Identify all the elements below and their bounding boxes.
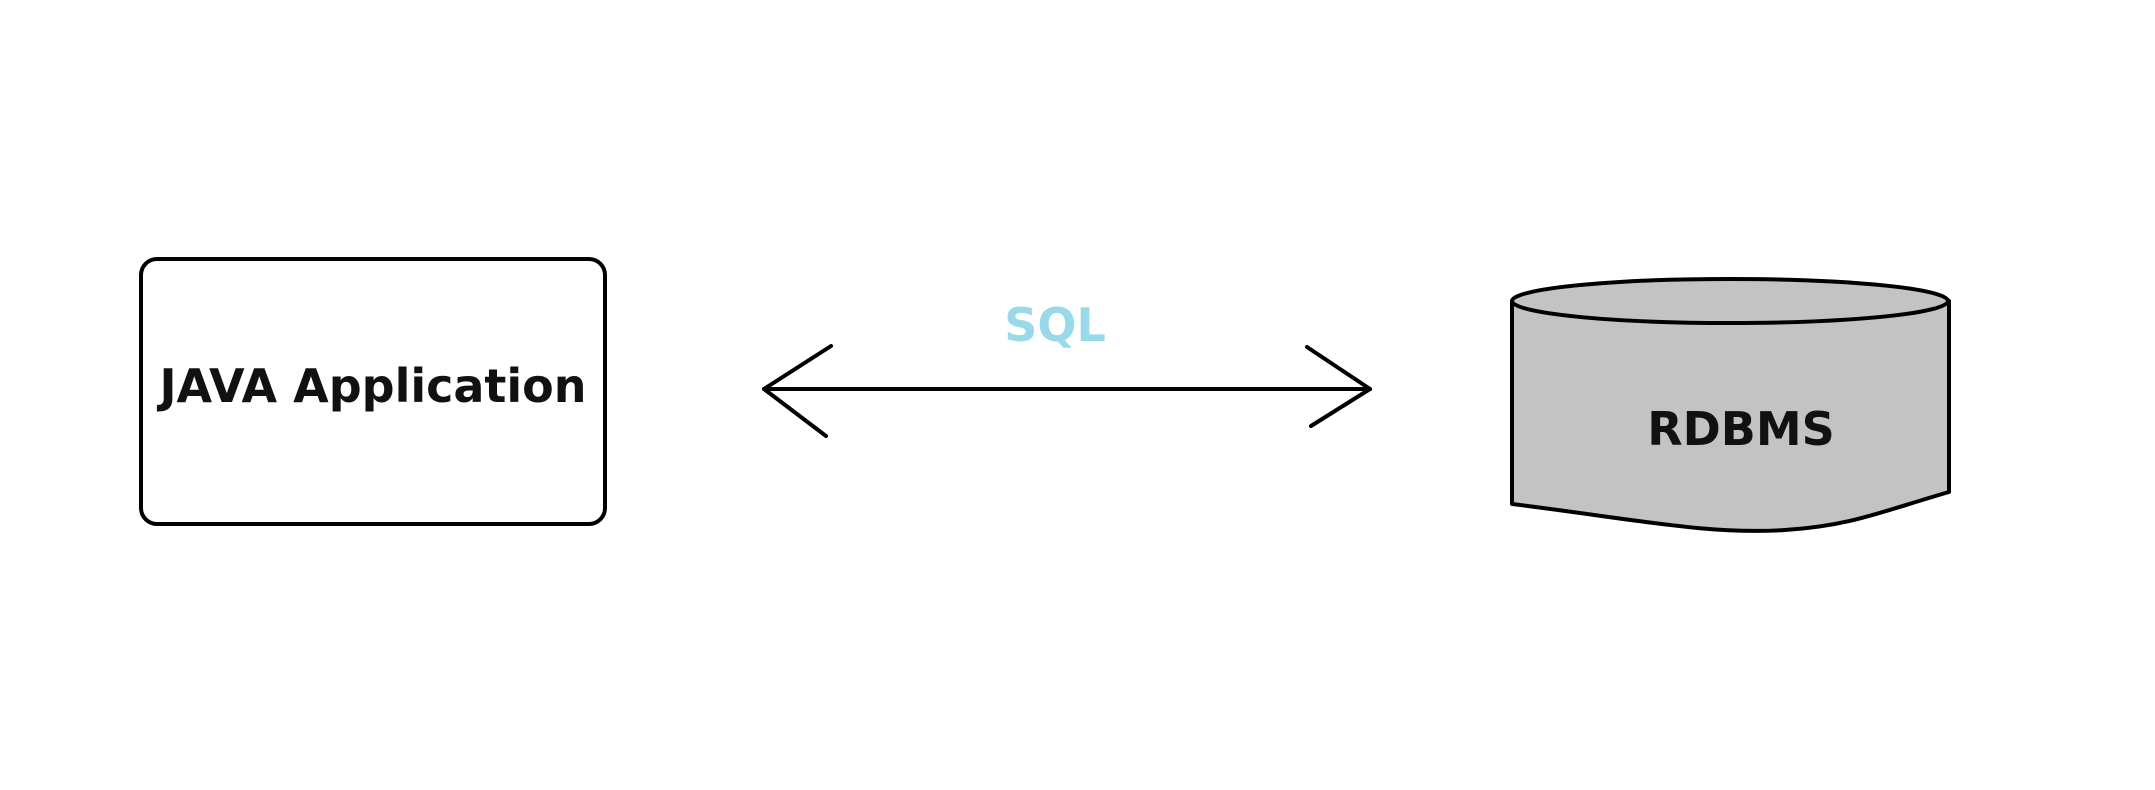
java-application-label: JAVA Application (156, 359, 586, 413)
rdbms-cylinder-body (1510, 299, 1951, 533)
sql-connector: SQL (762, 298, 1372, 438)
sql-arrowhead-left (762, 344, 833, 438)
java-application-box (139, 257, 607, 526)
rdbms-label: RDBMS (1647, 402, 1835, 456)
rdbms-cylinder-top (1510, 277, 1950, 325)
java-application-node: JAVA Application (139, 257, 607, 526)
sql-label: SQL (1004, 298, 1106, 352)
sql-arrowhead-right (1305, 345, 1372, 428)
rdbms-node: RDBMS (1510, 277, 1951, 533)
